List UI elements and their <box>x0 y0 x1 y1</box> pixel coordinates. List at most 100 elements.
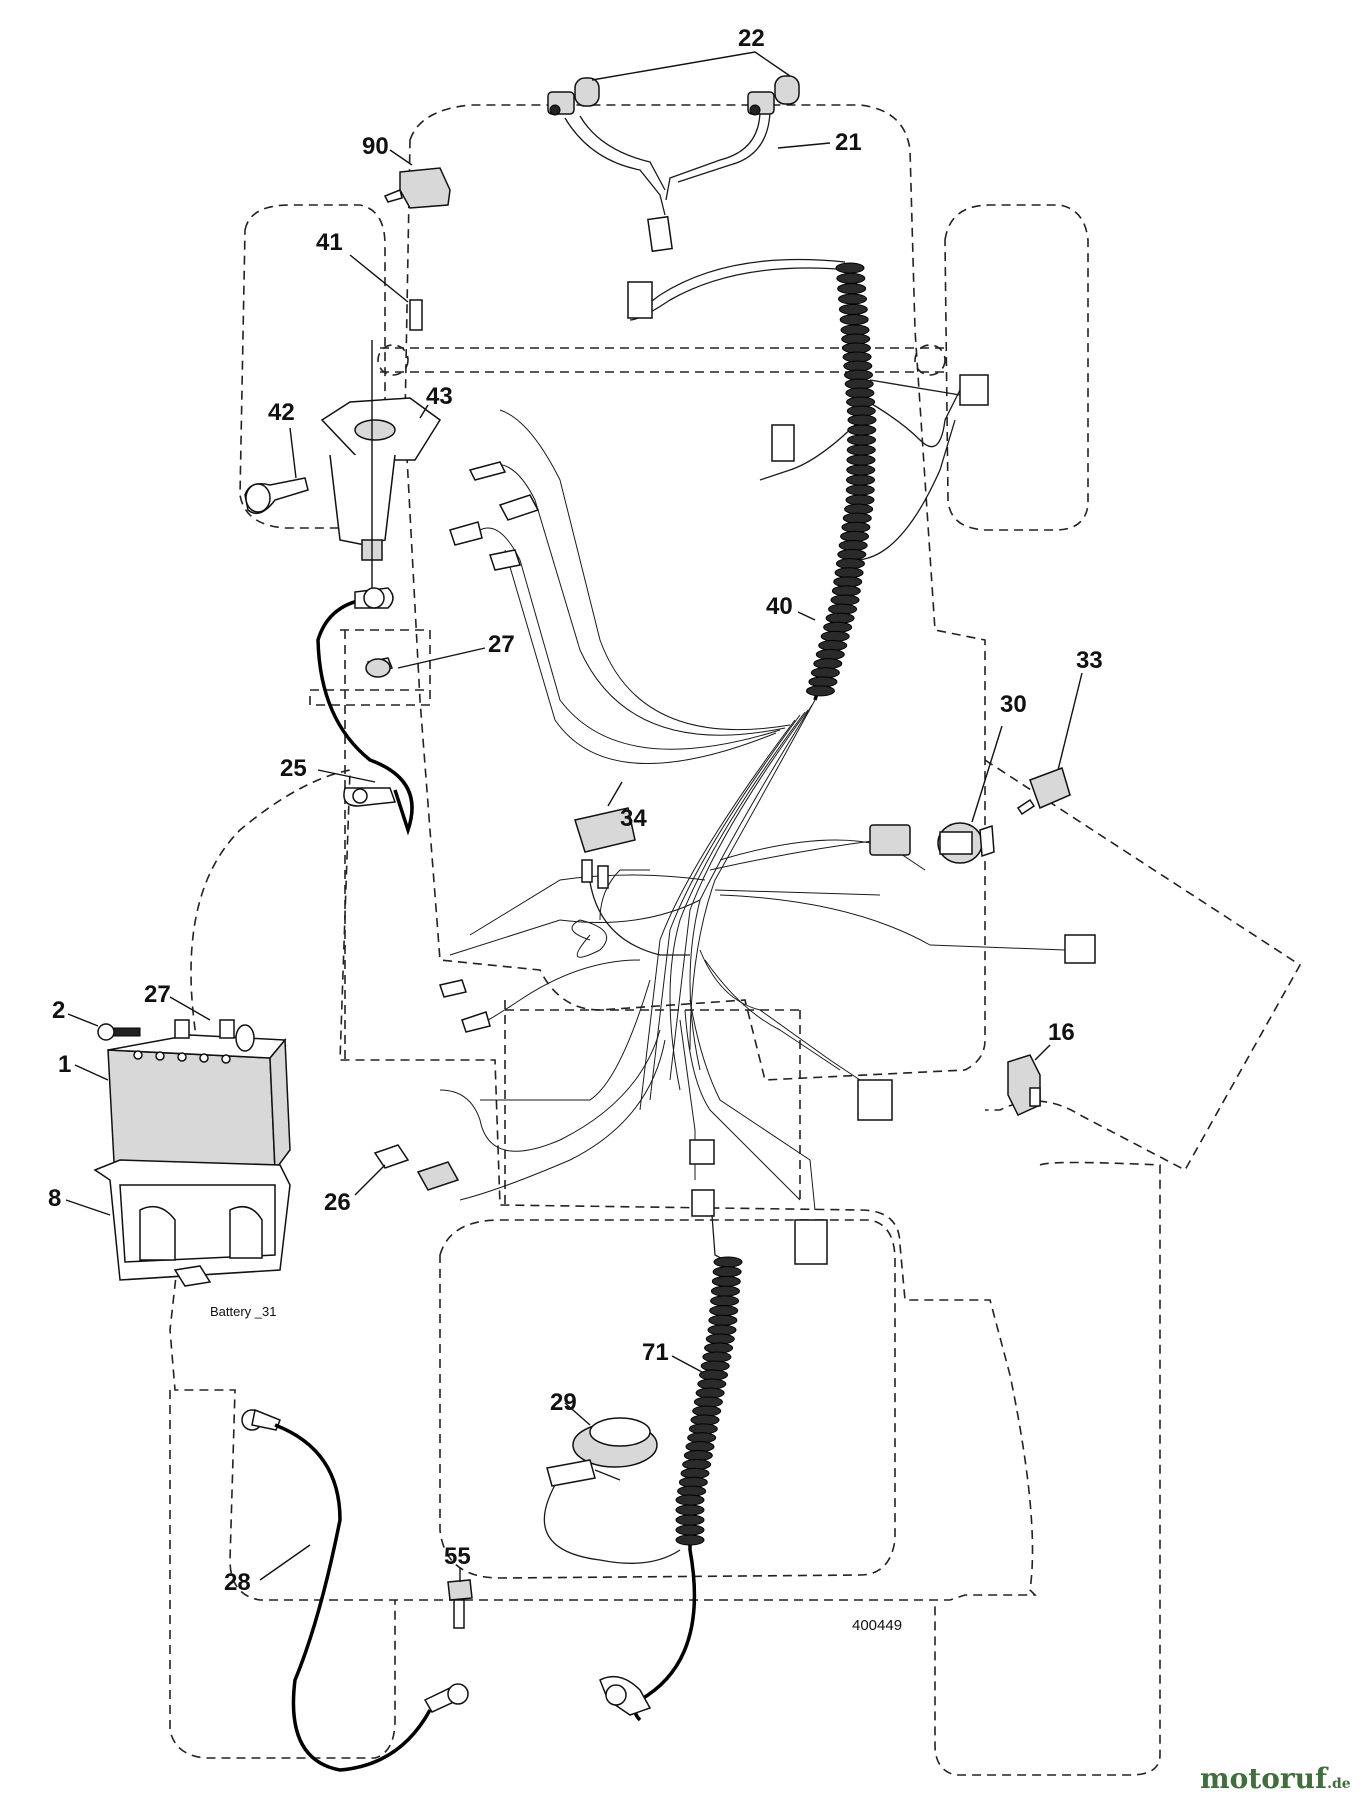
coil-ring <box>818 639 848 651</box>
coil-ring <box>675 1504 705 1516</box>
callout-34: 34 <box>620 805 647 832</box>
coil-ring <box>847 414 877 426</box>
leader-25 <box>317 769 376 783</box>
coil-ring <box>844 503 874 515</box>
harness-branches <box>439 409 1066 1211</box>
callout-labels: 22 21 90 41 42 43 40 27 25 33 30 34 2 27… <box>48 25 1103 1596</box>
leader-41 <box>349 254 409 303</box>
coil-ring <box>704 1342 734 1354</box>
coil-ring <box>828 603 858 615</box>
coil-ring <box>810 667 840 679</box>
callout-22: 22 <box>738 25 765 52</box>
callout-41: 41 <box>316 229 343 256</box>
leader-26 <box>354 1164 386 1196</box>
watermark-logo: motoruf.de <box>1200 1762 1351 1795</box>
leader-8 <box>65 1199 111 1216</box>
part-16-relay <box>1007 1054 1041 1116</box>
callout-42: 42 <box>268 399 295 426</box>
callout-71: 71 <box>642 1339 669 1366</box>
coil-ring <box>845 387 875 399</box>
coil-ring <box>837 283 867 295</box>
coil-ring <box>712 1266 742 1278</box>
leader-71 <box>671 1355 703 1373</box>
coil-ring <box>841 333 871 345</box>
callout-30: 30 <box>1000 691 1027 718</box>
part-30-ignition-switch <box>937 822 995 864</box>
coil-ring <box>830 594 860 606</box>
callout-43: 43 <box>426 383 453 410</box>
leader-21 <box>777 142 831 149</box>
coil-ring <box>710 1295 740 1307</box>
coil-ring <box>846 444 876 456</box>
leader-16 <box>1034 1044 1051 1061</box>
battery-label: Battery _31 <box>210 1304 277 1319</box>
coil-ring <box>833 576 863 588</box>
coil-ring <box>708 1314 738 1326</box>
solenoid-assembly <box>244 299 442 595</box>
coil-ring <box>813 658 843 670</box>
coil-ring <box>825 612 855 624</box>
coil-ring <box>840 530 870 542</box>
coil-ring <box>805 685 835 697</box>
harness-terminals <box>439 461 1096 1265</box>
leader-2 <box>67 1013 99 1027</box>
callout-8: 8 <box>48 1185 61 1212</box>
coil-ring <box>709 1305 739 1317</box>
coil-ring <box>847 434 876 446</box>
coil-ring <box>846 454 876 466</box>
leader-1 <box>74 1064 109 1081</box>
leader-28 <box>259 1544 311 1581</box>
coil-ring <box>820 630 850 642</box>
coil-ring <box>710 1285 740 1297</box>
coil-ring <box>711 1275 741 1287</box>
part-26-fuse-holder <box>373 1144 460 1191</box>
coil-ring <box>693 1396 723 1408</box>
coil-ring <box>695 1387 725 1399</box>
coil-ring <box>846 464 876 476</box>
harness-40-coil <box>805 262 877 697</box>
coil-ring <box>675 1524 705 1536</box>
coil-ring <box>845 484 875 496</box>
leader-40 <box>797 611 816 621</box>
coil-ring <box>842 351 872 363</box>
callout-1: 1 <box>58 1051 71 1078</box>
coil-ring <box>838 539 868 551</box>
coil-ring <box>699 1369 728 1381</box>
coil-ring <box>841 342 871 354</box>
leader-27b <box>169 996 211 1021</box>
coil-ring <box>831 585 861 597</box>
battery-assembly <box>93 1019 291 1287</box>
leader-29 <box>564 1402 591 1426</box>
harness-71-coil <box>675 1256 743 1546</box>
callout-90: 90 <box>362 133 389 160</box>
coil-ring <box>713 1256 743 1268</box>
callout-29: 29 <box>550 1389 577 1416</box>
coil-ring <box>836 272 866 284</box>
leader-42 <box>289 427 297 479</box>
callout-55: 55 <box>444 1543 471 1570</box>
coil-ring <box>707 1324 737 1336</box>
leader-30 <box>971 725 1003 823</box>
coil-ring <box>808 676 838 688</box>
figure-code: 400449 <box>852 1617 902 1634</box>
leader-34 <box>607 781 623 807</box>
coil-ring <box>842 512 872 524</box>
callout-28: 28 <box>224 1569 251 1596</box>
leader-27a <box>397 647 486 669</box>
coil-ring <box>846 405 876 417</box>
coil-ring <box>847 424 877 436</box>
watermark-suffix: .de <box>1327 1776 1351 1792</box>
cable-25 <box>316 587 414 836</box>
coil-ring <box>837 549 867 561</box>
coil-ring <box>846 396 876 408</box>
coil-ring <box>839 314 869 326</box>
callout-40: 40 <box>766 593 793 620</box>
leader-90 <box>389 149 413 166</box>
coil-ring <box>841 521 871 533</box>
coil-ring <box>675 1494 705 1506</box>
coil-ring <box>844 369 873 381</box>
part-33-key <box>1016 767 1071 816</box>
part-29-switch <box>543 1417 681 1564</box>
coil-ring <box>815 649 845 661</box>
